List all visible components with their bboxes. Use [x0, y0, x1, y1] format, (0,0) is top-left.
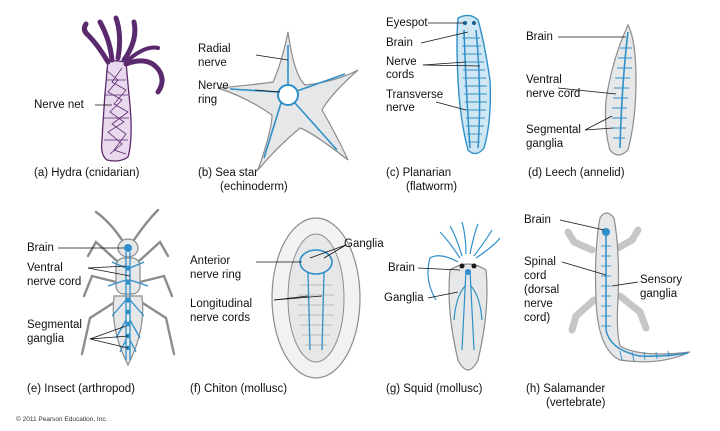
label-spinal-line5: cord): [524, 312, 551, 324]
label-leech-segmental-line1: Segmental: [526, 124, 581, 136]
caption-sea-star-line2: (echinoderm): [220, 181, 288, 193]
copyright-notice: © 2011 Pearson Education, Inc.: [16, 416, 108, 423]
caption-planarian-line2: (flatworm): [406, 181, 458, 193]
label-anterior-line2: nerve ring: [190, 269, 242, 281]
leech-illustration: [604, 23, 637, 156]
label-radial-line1: Radial: [198, 43, 231, 55]
label-leech-segmental-line2: ganglia: [526, 138, 564, 150]
caption-chiton: (f) Chiton (mollusc): [190, 383, 288, 395]
leader-lines: [58, 22, 639, 349]
label-insect-ventral-line1: Ventral: [27, 262, 63, 274]
planarian-illustration: [456, 14, 492, 155]
label-longitudinal-line2: nerve cords: [190, 312, 251, 324]
label-anterior-line1: Anterior: [190, 255, 231, 267]
label-insect-ventral-line2: nerve cord: [27, 276, 82, 288]
squid-illustration: [427, 221, 501, 371]
caption-salamander-line2: (vertebrate): [546, 397, 606, 409]
label-squid-ganglia: Ganglia: [384, 292, 424, 304]
caption-leech: (d) Leech (annelid): [528, 167, 625, 179]
label-spinal-line1: Spinal: [524, 256, 556, 268]
caption-squid: (g) Squid (mollusc): [386, 383, 483, 395]
hydra-illustration: [81, 15, 165, 162]
sea-star-illustration: [217, 31, 359, 171]
label-nerve-ring-line2: ring: [198, 94, 218, 106]
chiton-illustration: [271, 217, 361, 379]
label-insect-segmental-line1: Segmental: [27, 319, 82, 331]
label-spinal-line4: nerve: [524, 298, 553, 310]
insect-illustration: [80, 208, 176, 367]
salamander-illustration: [564, 212, 691, 363]
label-insect-brain: Brain: [27, 242, 54, 254]
label-squid-brain: Brain: [388, 262, 415, 274]
label-sensory-line2: ganglia: [640, 288, 678, 300]
label-nerve-cords-line2: cords: [386, 69, 415, 81]
label-chiton-ganglia: Ganglia: [344, 238, 384, 250]
label-sensory-line1: Sensory: [640, 274, 683, 286]
label-transverse-line2: nerve: [386, 102, 415, 114]
label-longitudinal-line1: Longitudinal: [190, 298, 253, 310]
label-salamander-brain: Brain: [524, 214, 551, 226]
caption-sea-star-line1: (b) Sea star: [198, 167, 259, 179]
caption-hydra: (a) Hydra (cnidarian): [34, 167, 140, 179]
caption-insect: (e) Insect (arthropod): [27, 383, 136, 395]
label-spinal-line3: (dorsal: [524, 284, 560, 296]
caption-salamander-line1: (h) Salamander: [526, 383, 606, 395]
label-insect-segmental-line2: ganglia: [27, 333, 65, 345]
label-spinal-line2: cord: [524, 270, 547, 282]
label-leech-ventral-line2: nerve cord: [526, 88, 581, 100]
caption-planarian-line1: (c) Planarian: [386, 167, 452, 179]
label-eyespot: Eyespot: [386, 17, 428, 29]
label-transverse-line1: Transverse: [386, 89, 444, 101]
label-nerve-cords-line1: Nerve: [386, 56, 417, 68]
label-leech-brain: Brain: [526, 31, 553, 43]
label-leech-ventral-line1: Ventral: [526, 74, 562, 86]
label-nerve-ring-line1: Nerve: [198, 80, 229, 92]
label-radial-line2: nerve: [198, 57, 227, 69]
label-nerve-net: Nerve net: [34, 99, 84, 111]
label-planarian-brain: Brain: [386, 37, 413, 49]
